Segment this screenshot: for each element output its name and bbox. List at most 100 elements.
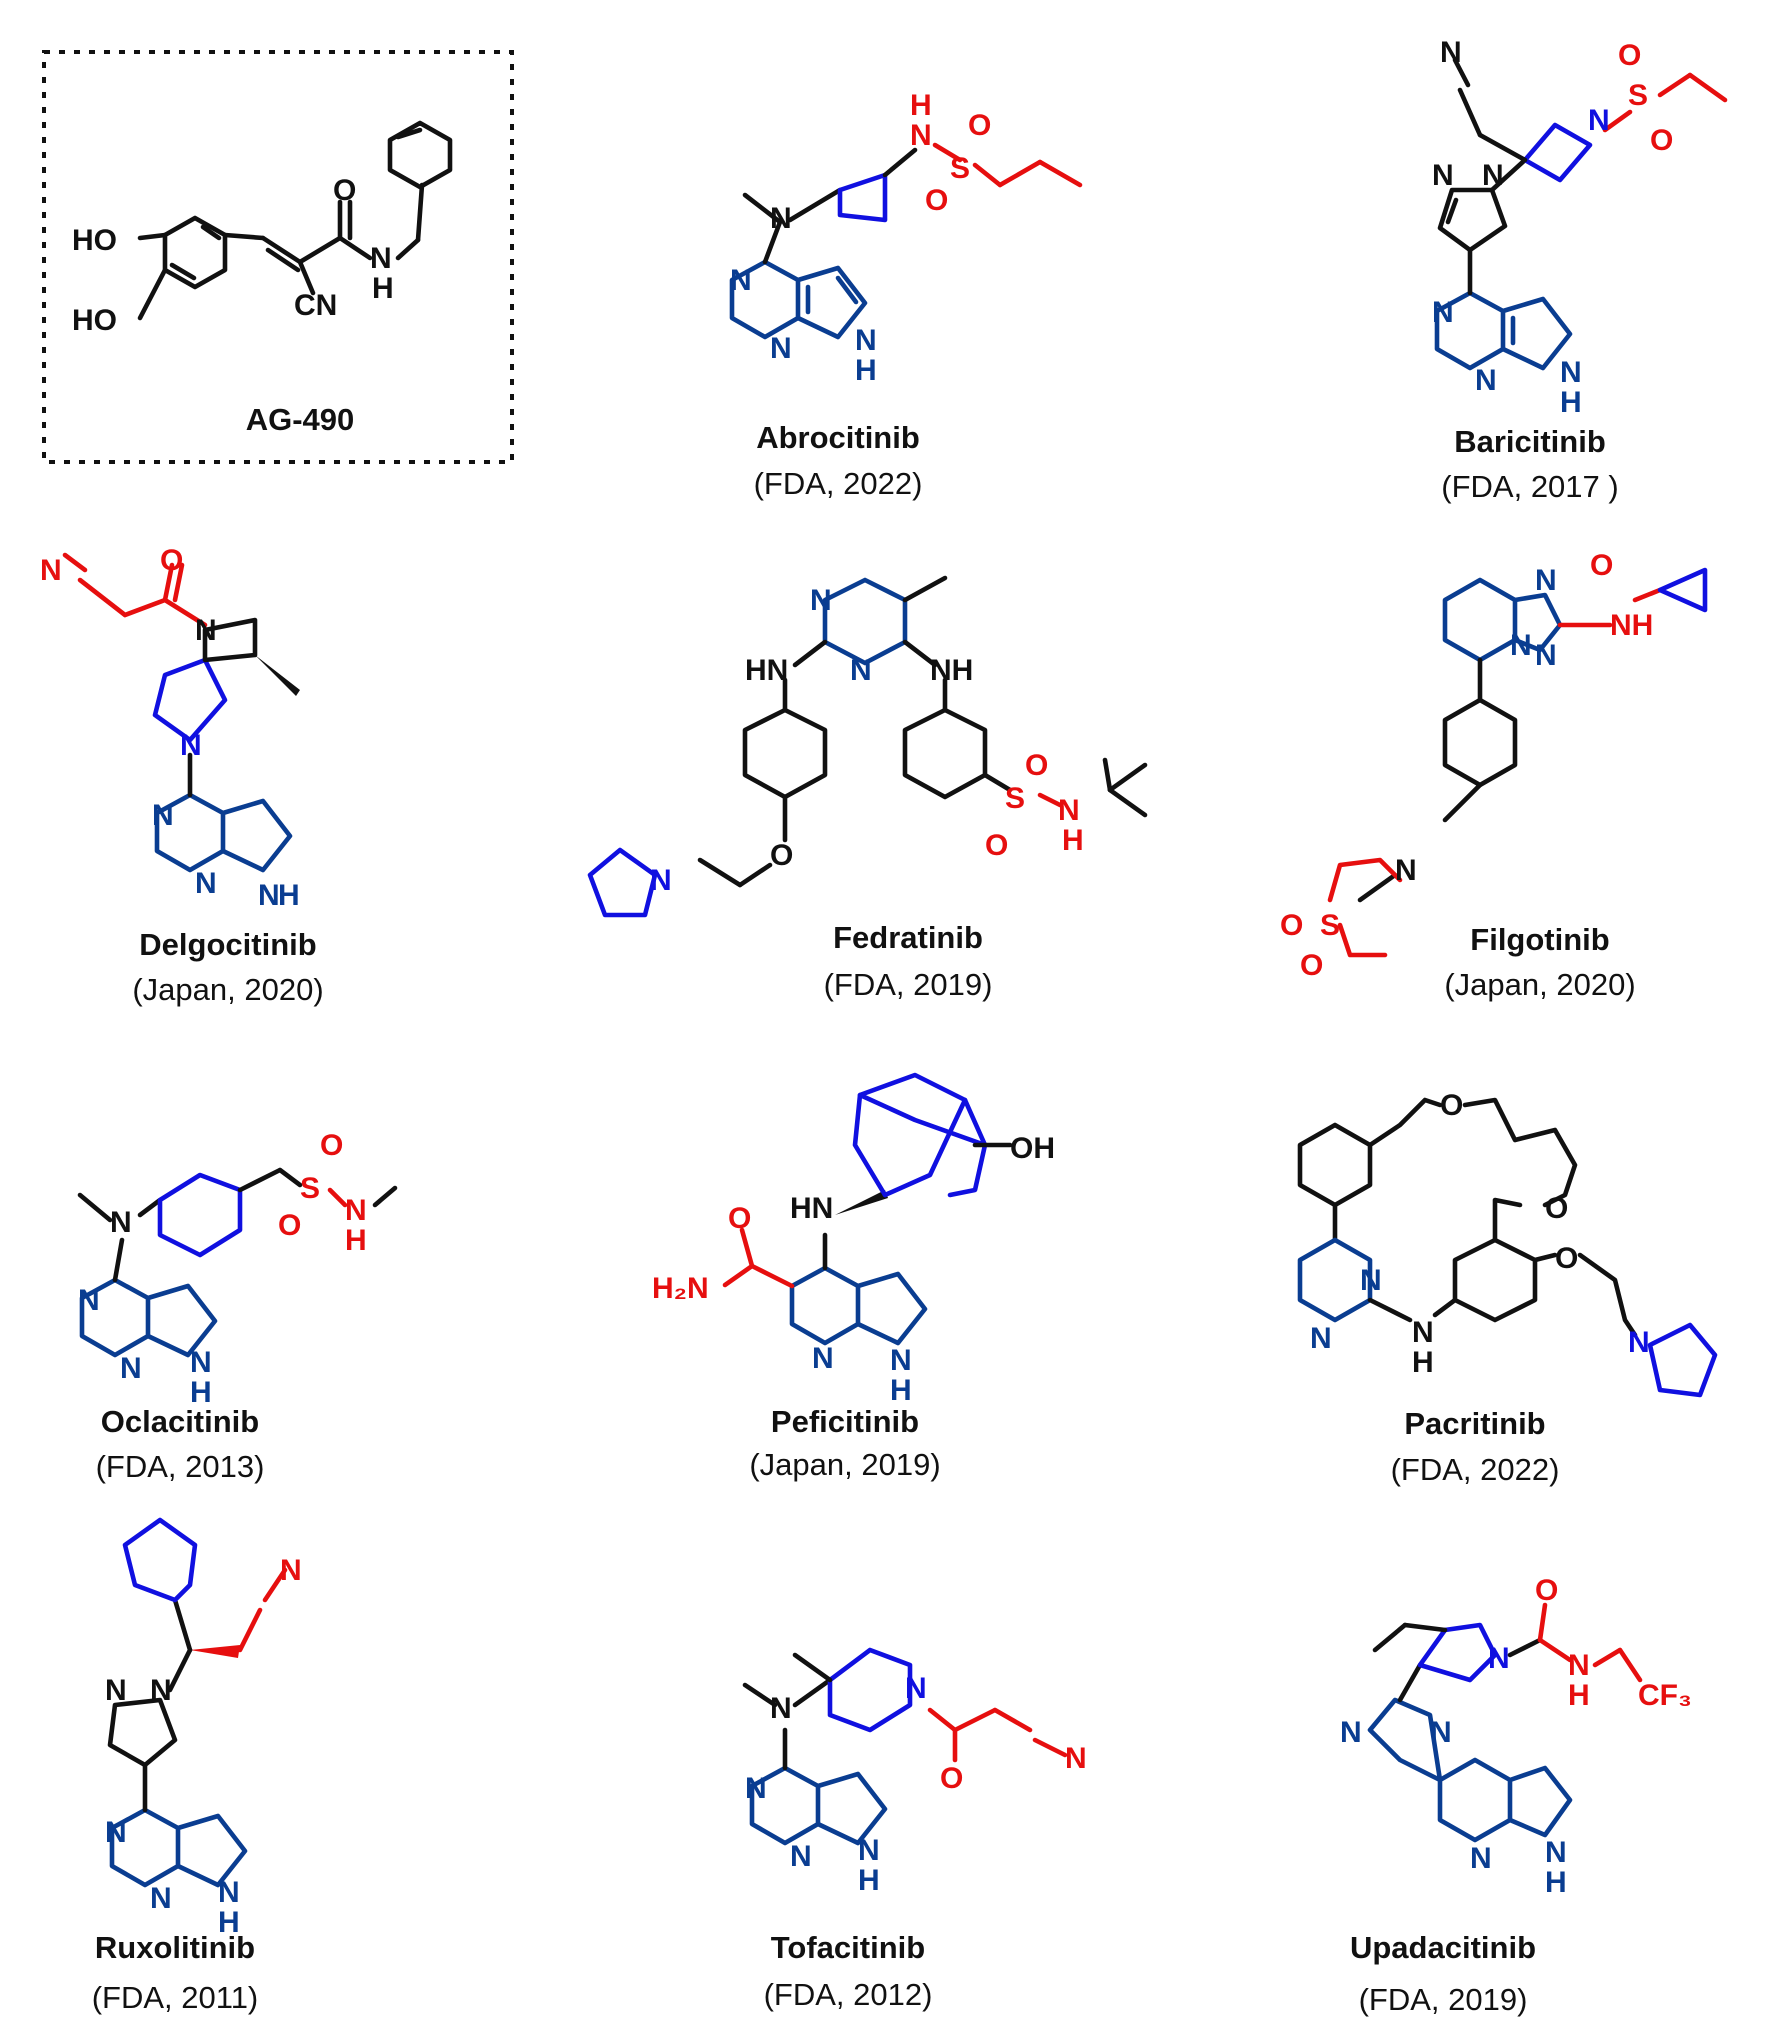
structure-ag490: HO HO O N H CN AG-490 — [42, 50, 514, 464]
compound-name: Pacritinib — [1404, 1406, 1545, 1441]
atom-label: N — [1568, 1649, 1590, 1682]
structure-tofacitinib: N N O N N N N H Tofacitinib (FDA, 2012) — [742, 1647, 1087, 2012]
compound-name: AG-490 — [246, 402, 355, 437]
atom-label: O — [1300, 949, 1323, 982]
atom-label: O — [1535, 1574, 1558, 1607]
atom-label: N — [280, 1554, 302, 1587]
atom-label: NH — [1610, 609, 1653, 642]
cyclobutyl-ring — [837, 172, 888, 223]
structure-baricitinib: N N N H N N N N S O O Baricitinib (FDA, … — [1432, 36, 1728, 504]
atom-label: H — [1560, 386, 1582, 419]
atom-label: N — [110, 1206, 132, 1239]
atom-label: N — [1432, 159, 1454, 192]
atom-label: N — [195, 867, 217, 900]
atom-label: O — [1618, 39, 1641, 72]
atom-label: N — [1560, 356, 1582, 389]
atom-label: N — [812, 1342, 834, 1375]
atom-label: N — [1588, 104, 1610, 137]
atom-label: N — [1470, 1842, 1492, 1875]
atom-label: N — [1535, 639, 1557, 672]
approval-info: (FDA, 2013) — [96, 1449, 265, 1484]
atom-label: H₂N — [652, 1272, 709, 1305]
pyrimidine-ring — [1297, 1237, 1373, 1323]
atom-label: N — [858, 1834, 880, 1867]
atom-label: N — [770, 1692, 792, 1725]
compound-name: Abrocitinib — [756, 420, 920, 455]
atom-label: HN — [790, 1192, 833, 1225]
pyrrolopyrazine-ring — [1437, 1757, 1513, 1843]
atom-label: H — [910, 89, 932, 122]
atom-label: N — [40, 554, 62, 587]
atom-label: O — [1650, 124, 1673, 157]
atom-label: H — [190, 1376, 212, 1409]
atom-label: N — [150, 1882, 172, 1915]
structure-fedratinib: N N HN NH O N S O O N H Fedratinib (FDA,… — [587, 575, 1148, 1002]
structure-peficitinib: HN OH O H₂N N N H Peficitinib (Japan, 20… — [652, 1072, 1055, 1482]
methyl-wedge — [255, 655, 300, 696]
atom-label: H — [218, 1906, 240, 1939]
atom-label: N — [890, 1344, 912, 1377]
compound-name: Oclacitinib — [101, 1404, 259, 1439]
highlight-box — [42, 50, 514, 464]
atom-label: N — [1482, 159, 1504, 192]
compound-name: Ruxolitinib — [95, 1930, 255, 1965]
atom-label: N — [770, 202, 792, 235]
stereo-wedge — [835, 1190, 888, 1215]
atom-label: NH — [930, 654, 973, 687]
atom-label: O — [1280, 909, 1303, 942]
approval-info: (FDA, 2019) — [1359, 1982, 1528, 2017]
compound-name: Fedratinib — [833, 920, 983, 955]
atom-label: N — [905, 1672, 927, 1705]
pyrrolopyridine-core — [789, 1265, 861, 1346]
atom-label: O — [728, 1202, 751, 1235]
pyrazole-ring — [1437, 187, 1508, 253]
stereo-wedge — [190, 1645, 240, 1658]
atom-label: O — [940, 1762, 963, 1795]
compound-name: Filgotinib — [1470, 922, 1609, 957]
compound-name: Upadacitinib — [1350, 1930, 1536, 1965]
atom-label: S — [1320, 909, 1340, 942]
atom-label: N — [180, 729, 202, 762]
atom-label: H — [372, 272, 394, 305]
atom-label: S — [1628, 79, 1648, 112]
atom-label: O — [278, 1209, 301, 1242]
atom-label: S — [950, 152, 970, 185]
atom-label: O — [985, 829, 1008, 862]
compound-name: Delgocitinib — [139, 927, 316, 962]
atom-label: N — [1628, 1326, 1650, 1359]
atom-label: N — [1058, 794, 1080, 827]
atom-label: H — [278, 879, 300, 912]
atom-label: N — [1430, 1716, 1452, 1749]
atom-label: N — [910, 119, 932, 152]
structure-ruxolitinib: N N N N N N H Ruxolitinib (FDA, 2011) — [92, 1517, 302, 2015]
atom-label: N — [1340, 1716, 1362, 1749]
atom-label: N — [370, 242, 392, 275]
benzyl-ring — [387, 120, 453, 190]
atom-label: H — [1062, 824, 1084, 857]
atom-label: N — [745, 1772, 767, 1805]
atom-label: N — [1432, 296, 1454, 329]
atom-label: O — [1440, 1089, 1463, 1122]
approval-info: (FDA, 2022) — [1391, 1452, 1560, 1487]
approval-info: (FDA, 2012) — [764, 1977, 933, 2012]
phenyl-ring — [1442, 697, 1518, 788]
atom-label: O — [160, 544, 183, 577]
atom-label: S — [300, 1172, 320, 1205]
atom-label: H — [1568, 1679, 1590, 1712]
atom-label: O — [1590, 549, 1613, 582]
approval-info: (FDA, 2011) — [92, 1980, 259, 2015]
structure-upadacitinib: N O N H CF₃ N N N N H Upadacitinib (FDA,… — [1340, 1574, 1692, 2017]
atom-label: H — [890, 1374, 912, 1407]
atom-label: N — [1475, 364, 1497, 397]
atom-label: CN — [294, 289, 337, 322]
atom-label: N — [152, 799, 174, 832]
atom-label: H — [1545, 1866, 1567, 1899]
atom-label: CF₃ — [1638, 1679, 1692, 1712]
pyrrolidine-ring — [1417, 1622, 1498, 1683]
atom-label: N — [850, 654, 872, 687]
atom-label: O — [333, 174, 356, 207]
atom-label: N — [1065, 1742, 1087, 1775]
cyclopentyl-ring — [122, 1517, 198, 1603]
approval-info: (FDA, 2019) — [824, 967, 993, 1002]
atom-label: N — [790, 1840, 812, 1873]
